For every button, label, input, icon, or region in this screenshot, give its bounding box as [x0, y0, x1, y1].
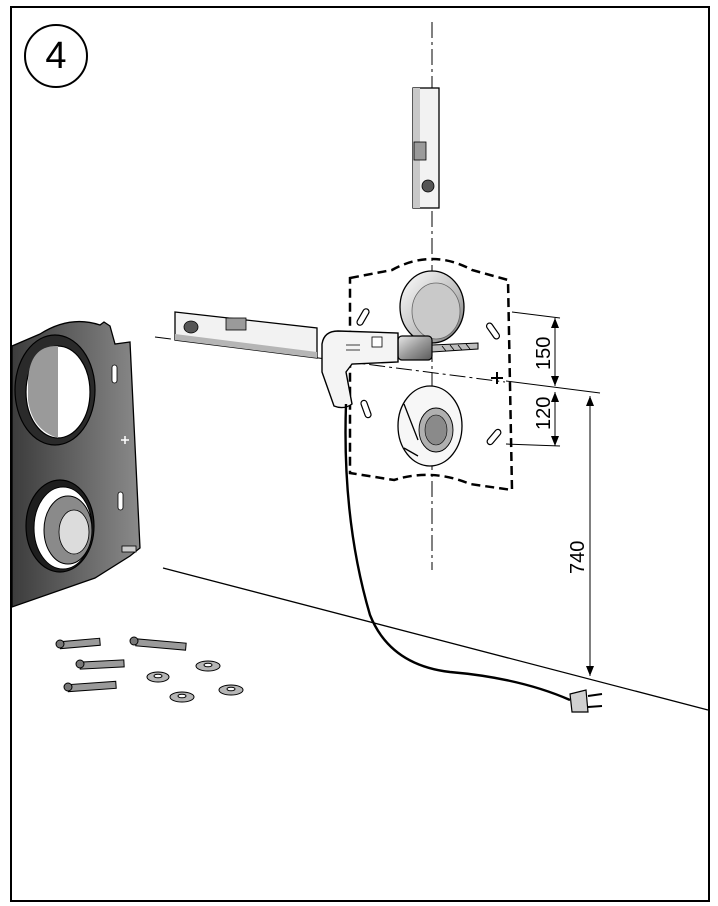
washer-3	[169, 691, 195, 703]
washer-1	[146, 671, 170, 683]
anchor-3	[75, 659, 125, 670]
wall-anchor-icon	[55, 636, 187, 693]
step-number-badge: 4	[24, 24, 88, 88]
floor-line	[162, 567, 709, 711]
anchor-4	[63, 680, 117, 693]
drilling-template	[348, 257, 514, 492]
lower-duct-opening	[397, 385, 463, 467]
template-slots	[356, 308, 502, 446]
washer-icon	[146, 660, 244, 703]
upper-duct-hole	[399, 270, 465, 344]
center-mark	[491, 372, 503, 384]
anchor-1	[55, 637, 101, 650]
drill-icon	[321, 330, 479, 409]
power-plug-icon	[569, 689, 603, 713]
anchor-2	[129, 636, 187, 651]
dimension-150-label: 150	[533, 337, 555, 370]
dimension-arrows	[551, 318, 594, 676]
dimension-740-label: 740	[567, 541, 589, 574]
spirit-level-icon	[412, 87, 440, 209]
power-cable	[344, 403, 571, 702]
washer-4	[218, 684, 244, 696]
washer-2	[195, 660, 221, 672]
dimension-120-label: 120	[533, 397, 555, 430]
unit-back-plate	[11, 320, 141, 608]
spirit-level-horizontal-icon	[174, 311, 318, 359]
